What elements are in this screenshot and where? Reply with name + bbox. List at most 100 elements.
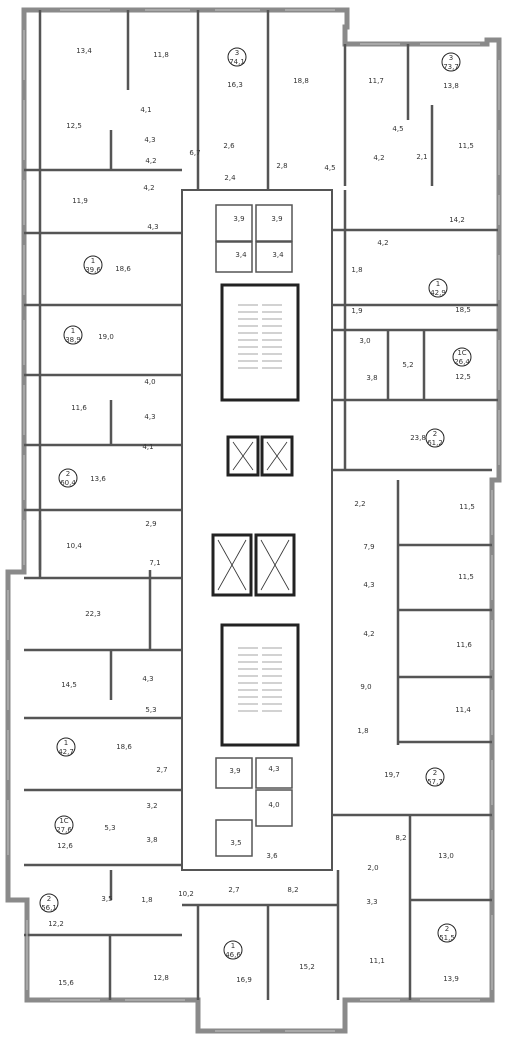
room-area-label: 3,9 — [271, 215, 282, 223]
room-area-label: 13,8 — [443, 82, 459, 90]
room-area-label: 13,9 — [443, 975, 459, 983]
room-area-label: 3,8 — [366, 374, 377, 382]
apartment-area: 39,6 — [85, 266, 101, 274]
apartment-badge[interactable]: 1С 26,4 — [452, 347, 472, 367]
apartment-rooms: 2 — [433, 769, 437, 777]
apartment-rooms: 2 — [47, 895, 51, 903]
room-area-label: 10,4 — [66, 542, 82, 550]
apartment-rooms: 3 — [235, 49, 239, 57]
elevator-shafts — [211, 435, 296, 597]
apartment-area: 51,5 — [439, 934, 455, 942]
room-area-label: 2,2 — [354, 500, 365, 508]
room-area-label: 2,7 — [156, 766, 167, 774]
room-area-label: 11,5 — [458, 142, 474, 150]
stair-treads-bottom — [238, 647, 282, 712]
apartment-badge[interactable]: 1 38,9 — [63, 325, 83, 345]
apartment-area: 42,9 — [430, 289, 446, 297]
room-area-label: 15,2 — [299, 963, 315, 971]
room-area-label: 3,6 — [266, 852, 278, 860]
room-area-label: 11,5 — [459, 503, 475, 511]
apartment-badge[interactable]: 2 56,1 — [39, 893, 59, 913]
room-area-label: 4,3 — [144, 136, 155, 144]
apartment-rooms: 1С — [59, 817, 68, 825]
room-area-label: 3,8 — [146, 836, 157, 844]
room-area-label: 4,1 — [140, 106, 151, 114]
apartment-badge[interactable]: 1 46,6 — [223, 940, 243, 960]
apartment-badge[interactable]: 1С 27,6 — [54, 815, 74, 835]
apartment-badge[interactable]: 2 57,7 — [425, 767, 445, 787]
room-area-label: 2,8 — [276, 162, 287, 170]
room-area-label: 3,9 — [233, 215, 244, 223]
apartment-rooms: 2 — [433, 430, 437, 438]
apartment-rooms: 1 — [64, 739, 68, 747]
apartment-badges: 3 74,1 3 73,7 1 39,6 1 42,9 1 38,9 1С 26… — [39, 47, 472, 960]
apartment-badge[interactable]: 1 42,9 — [428, 278, 448, 298]
room-area-label: 4,1 — [142, 443, 153, 451]
apartment-rooms: 1 — [71, 327, 75, 335]
room-area-label: 1,8 — [351, 266, 362, 274]
apartment-area: 56,1 — [41, 904, 57, 912]
room-area-label: 4,2 — [363, 630, 374, 638]
room-area-label: 4,3 — [142, 675, 153, 683]
room-area-label: 12,2 — [48, 920, 64, 928]
room-area-label: 4,3 — [363, 581, 374, 589]
apartment-badge[interactable]: 3 74,1 — [227, 47, 247, 67]
apartment-badge[interactable]: 2 61,2 — [425, 428, 445, 448]
room-area-label: 13,6 — [90, 475, 106, 483]
room-area-label: 18,6 — [115, 265, 131, 273]
room-area-label: 1,8 — [141, 896, 152, 904]
room-area-label: 11,1 — [369, 957, 385, 965]
room-area-label: 11,5 — [458, 573, 474, 581]
room-area-label: 12,5 — [66, 122, 82, 130]
room-area-label: 2,1 — [416, 153, 427, 161]
apartment-area: 74,1 — [229, 58, 245, 66]
apartment-rooms: 1 — [91, 257, 95, 265]
apartment-rooms: 2 — [66, 470, 70, 478]
room-area-label: 2,4 — [224, 174, 236, 182]
apartment-badge[interactable]: 2 60,4 — [58, 468, 78, 488]
apartment-area: 57,7 — [427, 778, 443, 786]
room-area-label: 3,3 — [366, 898, 377, 906]
apartment-badge[interactable]: 1 42,7 — [56, 737, 76, 757]
room-area-label: 18,8 — [293, 77, 309, 85]
apartment-rooms: 3 — [449, 54, 453, 62]
room-area-label: 14,5 — [61, 681, 77, 689]
room-area-label: 6,7 — [189, 149, 200, 157]
room-area-label: 2,7 — [228, 886, 239, 894]
room-area-label: 3,4 — [235, 251, 247, 259]
stairwell-bottom — [220, 623, 300, 747]
room-area-label: 12,6 — [57, 842, 73, 850]
room-area-label: 18,6 — [116, 743, 132, 751]
apartment-badge[interactable]: 3 73,7 — [441, 52, 461, 72]
room-area-label: 3,5 — [230, 839, 241, 847]
room-area-label: 4,5 — [392, 125, 403, 133]
room-area-label: 18,5 — [455, 306, 471, 314]
room-area-label: 4,2 — [377, 239, 388, 247]
room-area-label: 3,2 — [146, 802, 157, 810]
room-area-label: 5,3 — [104, 824, 115, 832]
apartment-area: 73,7 — [443, 63, 459, 71]
apartment-rooms: 1 — [436, 280, 440, 288]
shafts-small — [215, 204, 293, 857]
room-area-label: 2,9 — [145, 520, 156, 528]
apartment-rooms: 1 — [231, 942, 235, 950]
apartment-area: 46,6 — [225, 951, 241, 959]
room-area-label: 4,2 — [143, 184, 154, 192]
room-area-label: 14,2 — [449, 216, 465, 224]
apartment-badge[interactable]: 2 51,5 — [437, 923, 457, 943]
room-area-label: 16,3 — [227, 81, 243, 89]
room-area-label: 19,7 — [384, 771, 400, 779]
apartment-area: 42,7 — [58, 748, 74, 756]
room-area-label: 19,0 — [98, 333, 114, 341]
room-area-label: 1,9 — [351, 307, 362, 315]
room-area-label: 13,4 — [76, 47, 92, 55]
room-area-label: 4,3 — [268, 765, 279, 773]
apartment-area: 26,4 — [454, 358, 470, 366]
windows — [7, 9, 500, 1032]
apartment-badge[interactable]: 1 39,6 — [83, 255, 103, 275]
room-area-label: 3,9 — [229, 767, 240, 775]
room-area-label: 8,2 — [287, 886, 298, 894]
room-area-label: 1,8 — [357, 727, 368, 735]
